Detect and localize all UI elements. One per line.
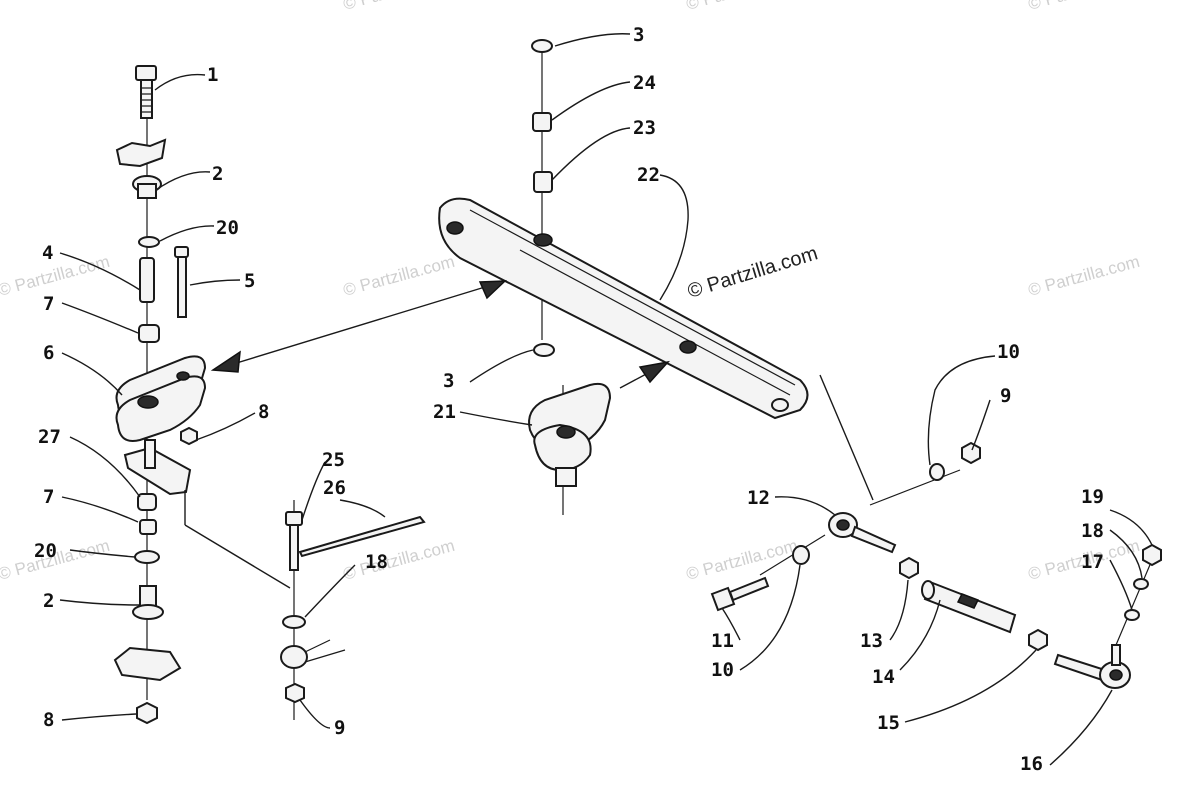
callout-13: 13 [860, 630, 883, 652]
washer-part-3-bottom [533, 343, 555, 357]
nut-part-13 [899, 556, 919, 580]
nut-part-9-lower [285, 682, 305, 704]
bolt-part-11 [710, 576, 770, 612]
center-assembly [210, 39, 809, 515]
callout-22: 22 [637, 164, 660, 186]
leader-lines [59, 33, 1153, 766]
tie-rod-assembly [710, 374, 1162, 689]
callout-27: 27 [38, 426, 61, 448]
rod-end-part-16 [1053, 644, 1131, 689]
callout-7: 7 [43, 293, 54, 315]
mount-part-21 [528, 382, 612, 515]
callout-10: 10 [711, 659, 734, 681]
spacer-part-7-top [138, 324, 160, 343]
spacer-ring [139, 519, 157, 535]
callout-8: 8 [43, 709, 54, 731]
washer-part-20-bottom [134, 550, 160, 564]
callout-12: 12 [747, 487, 770, 509]
callout-2: 2 [43, 590, 54, 612]
watermark-faint: © Partzilla.com [341, 0, 457, 14]
callout-19: 19 [1081, 486, 1104, 508]
callout-labels: 1 2 20 4 5 7 6 8 27 7 20 2 8 25 26 18 9 … [34, 24, 1104, 775]
watermark-faint: © Partzilla.com [1026, 0, 1142, 14]
callout-3: 3 [443, 370, 454, 392]
rod-end-part-12 [828, 512, 897, 554]
sleeve-part-4 [139, 257, 155, 303]
watermark-faint: © Partzilla.com [341, 536, 457, 584]
callout-10: 10 [997, 341, 1020, 363]
washer-part-18-lower [282, 615, 306, 629]
watermark-main: © Partzilla.com [685, 242, 820, 302]
washer-part-3-top [531, 39, 553, 53]
callout-18: 18 [365, 551, 388, 573]
bolt-part-5 [174, 246, 189, 318]
arrow-icon [638, 360, 671, 384]
arrow-icon [210, 350, 241, 373]
washer-part-18-right [1133, 578, 1149, 590]
bolt-part-1 [135, 65, 157, 119]
nut-part-8-bottom [136, 701, 158, 725]
washer-part-10-bottom [792, 545, 810, 565]
callout-20: 20 [34, 540, 57, 562]
watermark-faint: © Partzilla.com [341, 252, 457, 300]
callout-24: 24 [633, 72, 656, 94]
nut-part-8-top [180, 426, 198, 446]
left-mount-assembly [113, 65, 291, 725]
bolt-part-25-head [285, 511, 303, 526]
callout-26: 26 [323, 477, 346, 499]
nut-part-19 [1142, 543, 1162, 567]
ball-joint [280, 645, 308, 669]
callout-15: 15 [877, 712, 900, 734]
watermark-faint: © Partzilla.com [684, 536, 800, 584]
arrow-icon [478, 280, 507, 300]
callout-17: 17 [1081, 551, 1104, 573]
callout-18: 18 [1081, 520, 1104, 542]
washer-part-20-top [138, 236, 160, 248]
callout-16: 16 [1020, 753, 1043, 775]
callout-3: 3 [633, 24, 644, 46]
callout-25: 25 [322, 449, 345, 471]
callout-20: 20 [216, 217, 239, 239]
callout-2: 2 [212, 163, 223, 185]
bushing-part-23 [533, 171, 553, 193]
callout-11: 11 [711, 630, 734, 652]
lower-plate [123, 446, 192, 496]
callout-9: 9 [334, 717, 345, 739]
top-plate [115, 138, 167, 168]
callout-14: 14 [872, 666, 895, 688]
callout-5: 5 [244, 270, 255, 292]
callout-9: 9 [1000, 385, 1011, 407]
callout-8: 8 [258, 401, 269, 423]
bolt-part-25 [289, 524, 299, 571]
callout-23: 23 [633, 117, 656, 139]
cotter-part-26 [298, 515, 426, 558]
watermark-faint: © Partzilla.com [0, 252, 112, 300]
bushing-part-2-top [132, 175, 162, 199]
nut-part-15 [1028, 628, 1048, 652]
stud-part-27 [144, 439, 156, 469]
bushing-part-24 [532, 112, 552, 132]
callout-21: 21 [433, 401, 456, 423]
rod-end-lower-assembly [280, 500, 426, 720]
watermark-faint: © Partzilla.com [1026, 252, 1142, 300]
washer-part-17 [1124, 609, 1140, 621]
nut-part-9-right [961, 441, 981, 465]
washer-part-10-top [929, 463, 945, 481]
bottom-plate [113, 646, 182, 682]
callout-7: 7 [43, 486, 54, 508]
arm-part-22 [438, 197, 809, 420]
mount-bracket-part-6 [115, 355, 207, 442]
watermark-faint: © Partzilla.com [684, 0, 800, 14]
bushing-part-2-bottom [132, 585, 164, 620]
callout-6: 6 [43, 342, 54, 364]
callout-4: 4 [42, 242, 53, 264]
adjuster-sleeve-part-14 [921, 580, 1017, 634]
callout-1: 1 [207, 64, 218, 86]
spacer-part-7-bottom [137, 493, 157, 511]
